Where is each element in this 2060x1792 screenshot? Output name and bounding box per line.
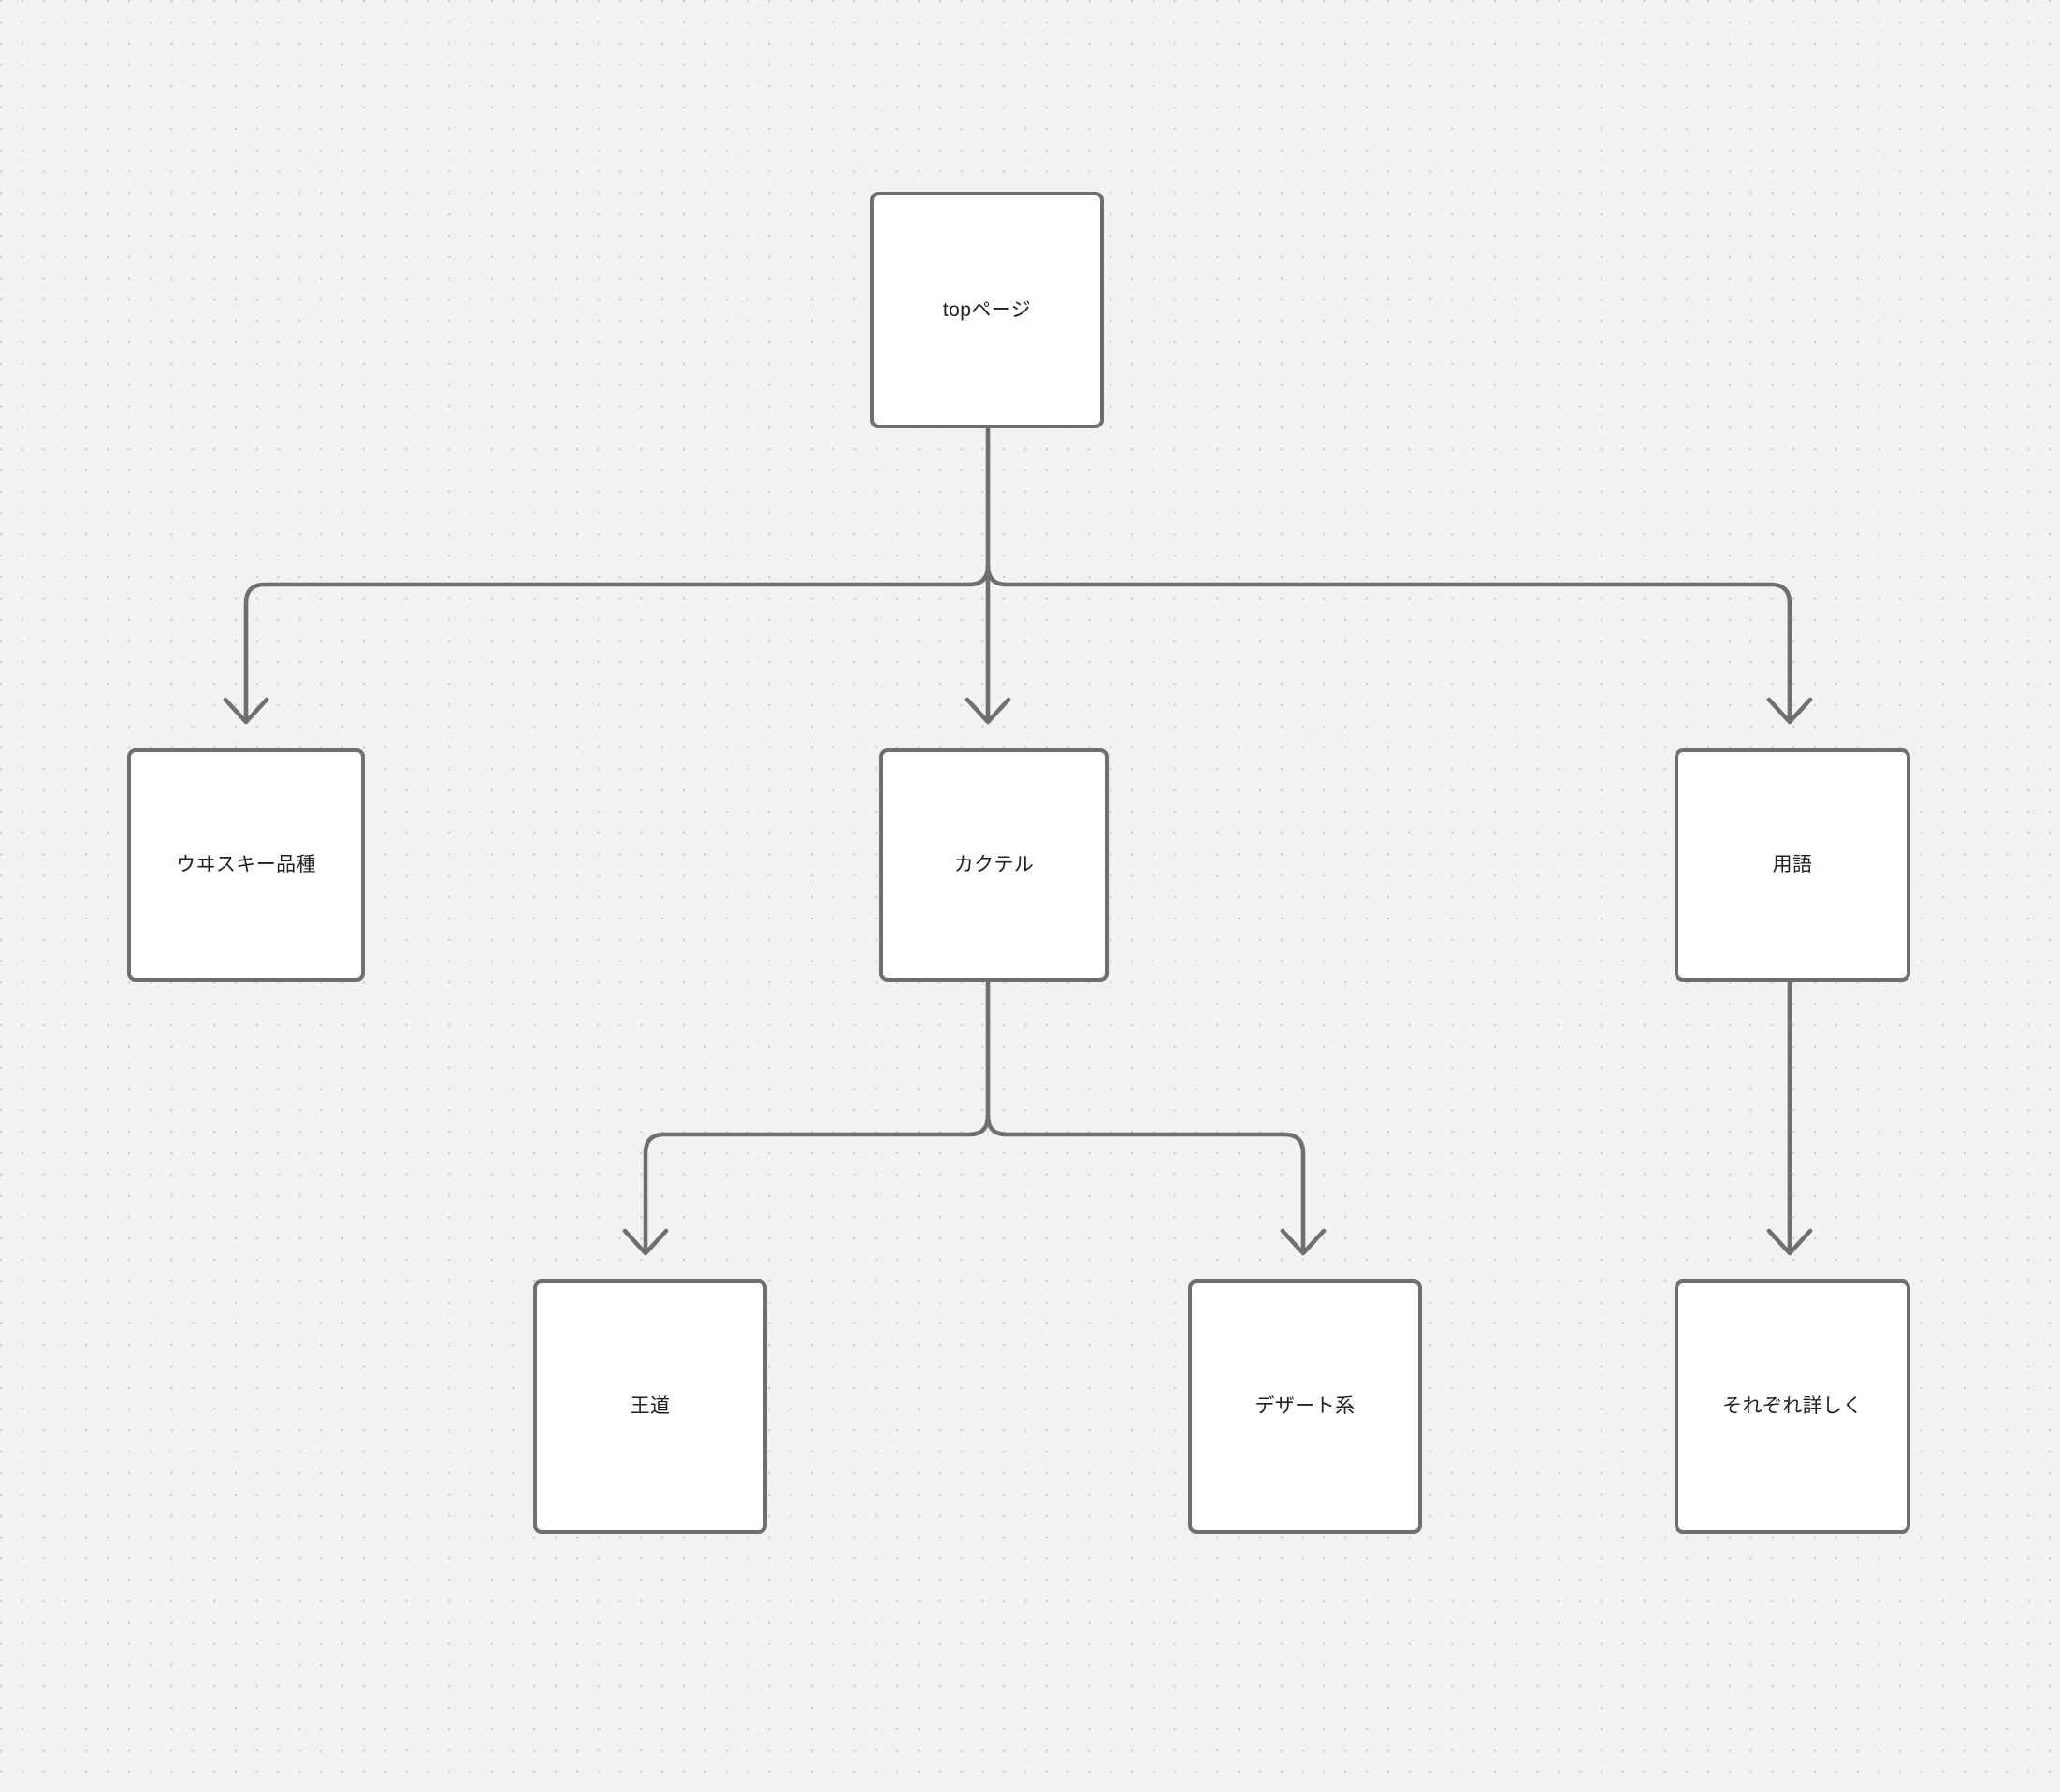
- node-label: デザート系: [1255, 1395, 1356, 1418]
- node-dessert-type[interactable]: デザート系: [1188, 1279, 1422, 1534]
- arrowhead-details: [1766, 1228, 1813, 1256]
- node-label: 王道: [630, 1395, 671, 1418]
- node-label: それぞれ詳しく: [1722, 1395, 1863, 1418]
- node-top-page[interactable]: topページ: [870, 192, 1104, 428]
- edge-top-to-terms: [985, 563, 1792, 723]
- arrowhead-dessert: [1280, 1228, 1327, 1256]
- node-cocktail[interactable]: カクテル: [879, 748, 1109, 982]
- node-whisky-variety[interactable]: ウヰスキー品種: [127, 748, 365, 982]
- edge-cocktail-to-classic: [643, 1113, 991, 1254]
- arrowhead-whisky: [223, 697, 269, 725]
- arrowhead-classic: [622, 1228, 669, 1256]
- node-label: ウヰスキー品種: [176, 854, 316, 876]
- arrowhead-terms: [1766, 697, 1813, 725]
- node-classic[interactable]: 王道: [533, 1279, 767, 1534]
- node-label: 用語: [1772, 854, 1813, 876]
- node-label: カクテル: [953, 854, 1035, 876]
- arrowhead-cocktail: [965, 697, 1011, 725]
- edge-cocktail-to-dessert: [985, 1113, 1306, 1254]
- node-details-each[interactable]: それぞれ詳しく: [1675, 1279, 1910, 1534]
- edge-top-to-whisky: [243, 563, 991, 723]
- node-terminology[interactable]: 用語: [1675, 748, 1910, 982]
- node-label: topページ: [942, 298, 1032, 321]
